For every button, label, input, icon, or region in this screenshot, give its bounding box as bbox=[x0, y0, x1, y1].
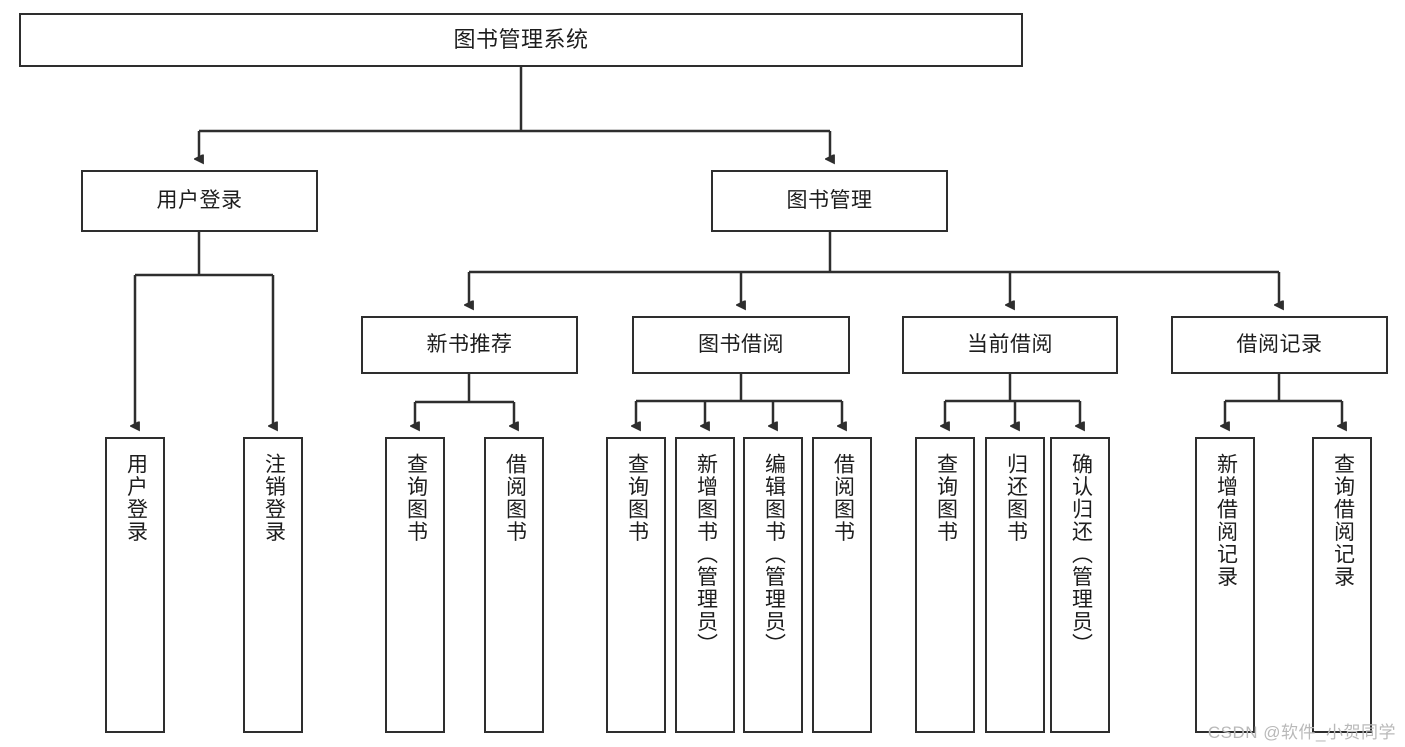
leaf-user-login[interactable]: 用户登录 bbox=[105, 437, 165, 733]
node-book-borrow[interactable]: 图书借阅 bbox=[632, 316, 850, 374]
leaf-query-book-1[interactable]: 查询图书 bbox=[385, 437, 445, 733]
node-root-label: 图书管理系统 bbox=[453, 26, 589, 52]
leaf-query-book-2[interactable]: 查询图书 bbox=[606, 437, 666, 733]
node-current-borrow[interactable]: 当前借阅 bbox=[902, 316, 1118, 374]
node-root-system[interactable]: 图书管理系统 bbox=[19, 13, 1023, 67]
leaf-logout-login-label: 注销登录 bbox=[262, 453, 286, 543]
node-borrow-record[interactable]: 借阅记录 bbox=[1171, 316, 1388, 374]
leaf-confirm-return[interactable]: 确认归还（管理员） bbox=[1050, 437, 1110, 733]
node-book-borrow-label: 图书借阅 bbox=[698, 333, 784, 357]
leaf-query-record-label: 查询借阅记录 bbox=[1331, 453, 1355, 588]
node-book-manage-label: 图书管理 bbox=[786, 189, 873, 213]
leaf-borrow-book-2-label: 借阅图书 bbox=[831, 453, 855, 543]
node-current-borrow-label: 当前借阅 bbox=[967, 333, 1053, 357]
leaf-add-book[interactable]: 新增图书（管理员） bbox=[675, 437, 735, 733]
leaf-user-login-label: 用户登录 bbox=[124, 453, 148, 543]
leaf-query-book-1-label: 查询图书 bbox=[404, 453, 428, 543]
leaf-edit-book[interactable]: 编辑图书（管理员） bbox=[743, 437, 803, 733]
leaf-return-book[interactable]: 归还图书 bbox=[985, 437, 1045, 733]
leaf-confirm-return-label: 确认归还（管理员） bbox=[1069, 453, 1093, 656]
leaf-query-book-3[interactable]: 查询图书 bbox=[915, 437, 975, 733]
leaf-query-record[interactable]: 查询借阅记录 bbox=[1312, 437, 1372, 733]
node-book-manage[interactable]: 图书管理 bbox=[711, 170, 948, 232]
leaf-query-book-3-label: 查询图书 bbox=[934, 453, 958, 543]
csdn-watermark: CSDN @软件_小贺同学 bbox=[1207, 723, 1396, 742]
node-new-book-recommend-label: 新书推荐 bbox=[426, 333, 513, 357]
node-user-login[interactable]: 用户登录 bbox=[81, 170, 318, 232]
leaf-logout-login[interactable]: 注销登录 bbox=[243, 437, 303, 733]
leaf-borrow-book-1-label: 借阅图书 bbox=[503, 453, 527, 543]
leaf-borrow-book-1[interactable]: 借阅图书 bbox=[484, 437, 544, 733]
node-borrow-record-label: 借阅记录 bbox=[1236, 333, 1323, 357]
leaf-edit-book-label: 编辑图书（管理员） bbox=[762, 453, 786, 656]
leaf-add-record-label: 新增借阅记录 bbox=[1214, 453, 1238, 588]
node-user-login-label: 用户登录 bbox=[156, 189, 243, 213]
leaf-return-book-label: 归还图书 bbox=[1004, 453, 1028, 543]
leaf-query-book-2-label: 查询图书 bbox=[625, 453, 649, 543]
leaf-borrow-book-2[interactable]: 借阅图书 bbox=[812, 437, 872, 733]
node-new-book-recommend[interactable]: 新书推荐 bbox=[361, 316, 578, 374]
leaf-add-record[interactable]: 新增借阅记录 bbox=[1195, 437, 1255, 733]
leaf-add-book-label: 新增图书（管理员） bbox=[694, 453, 718, 656]
